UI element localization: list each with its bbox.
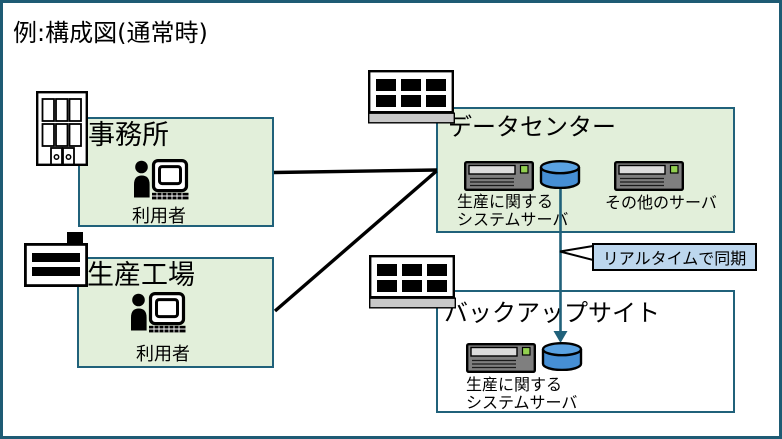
- rack-server-icon: [614, 161, 684, 191]
- datacenter-production-server-label: 生産に関する システムサーバ: [457, 192, 569, 229]
- office-datacenter-line: [273, 168, 438, 175]
- database-cylinder-icon: [539, 160, 581, 189]
- user-workstation-icon: [131, 292, 186, 333]
- factory-icon: [24, 232, 89, 288]
- user-workstation-icon: [134, 159, 189, 200]
- factory-label: 生産工場: [87, 260, 195, 291]
- office-box: [78, 117, 274, 227]
- backup-production-server-label: 生産に関する システムサーバ: [466, 375, 578, 412]
- rack-server-icon: [466, 343, 536, 373]
- office-building-icon: [36, 91, 88, 166]
- office-user-label: 利用者: [132, 206, 186, 227]
- rack-server-icon: [464, 161, 534, 191]
- realtime-sync-callout: リアルタイムで同期: [592, 243, 757, 271]
- datacenter-other-server-label: その他のサーバ: [605, 193, 717, 212]
- callout-tail: [559, 244, 594, 262]
- datacenter-building-icon: [368, 70, 455, 124]
- backup-building-icon: [369, 255, 456, 309]
- factory-user-label: 利用者: [136, 344, 190, 365]
- datacenter-box: [436, 107, 735, 233]
- database-cylinder-icon: [541, 342, 583, 371]
- diagram-title: 例:構成図(通常時): [13, 19, 208, 47]
- datacenter-label: データセンター: [448, 113, 616, 141]
- realtime-sync-callout-label: リアルタイムで同期: [602, 249, 747, 268]
- backup-site-label: バックアップサイト: [444, 299, 660, 327]
- office-label: 事務所: [88, 120, 169, 151]
